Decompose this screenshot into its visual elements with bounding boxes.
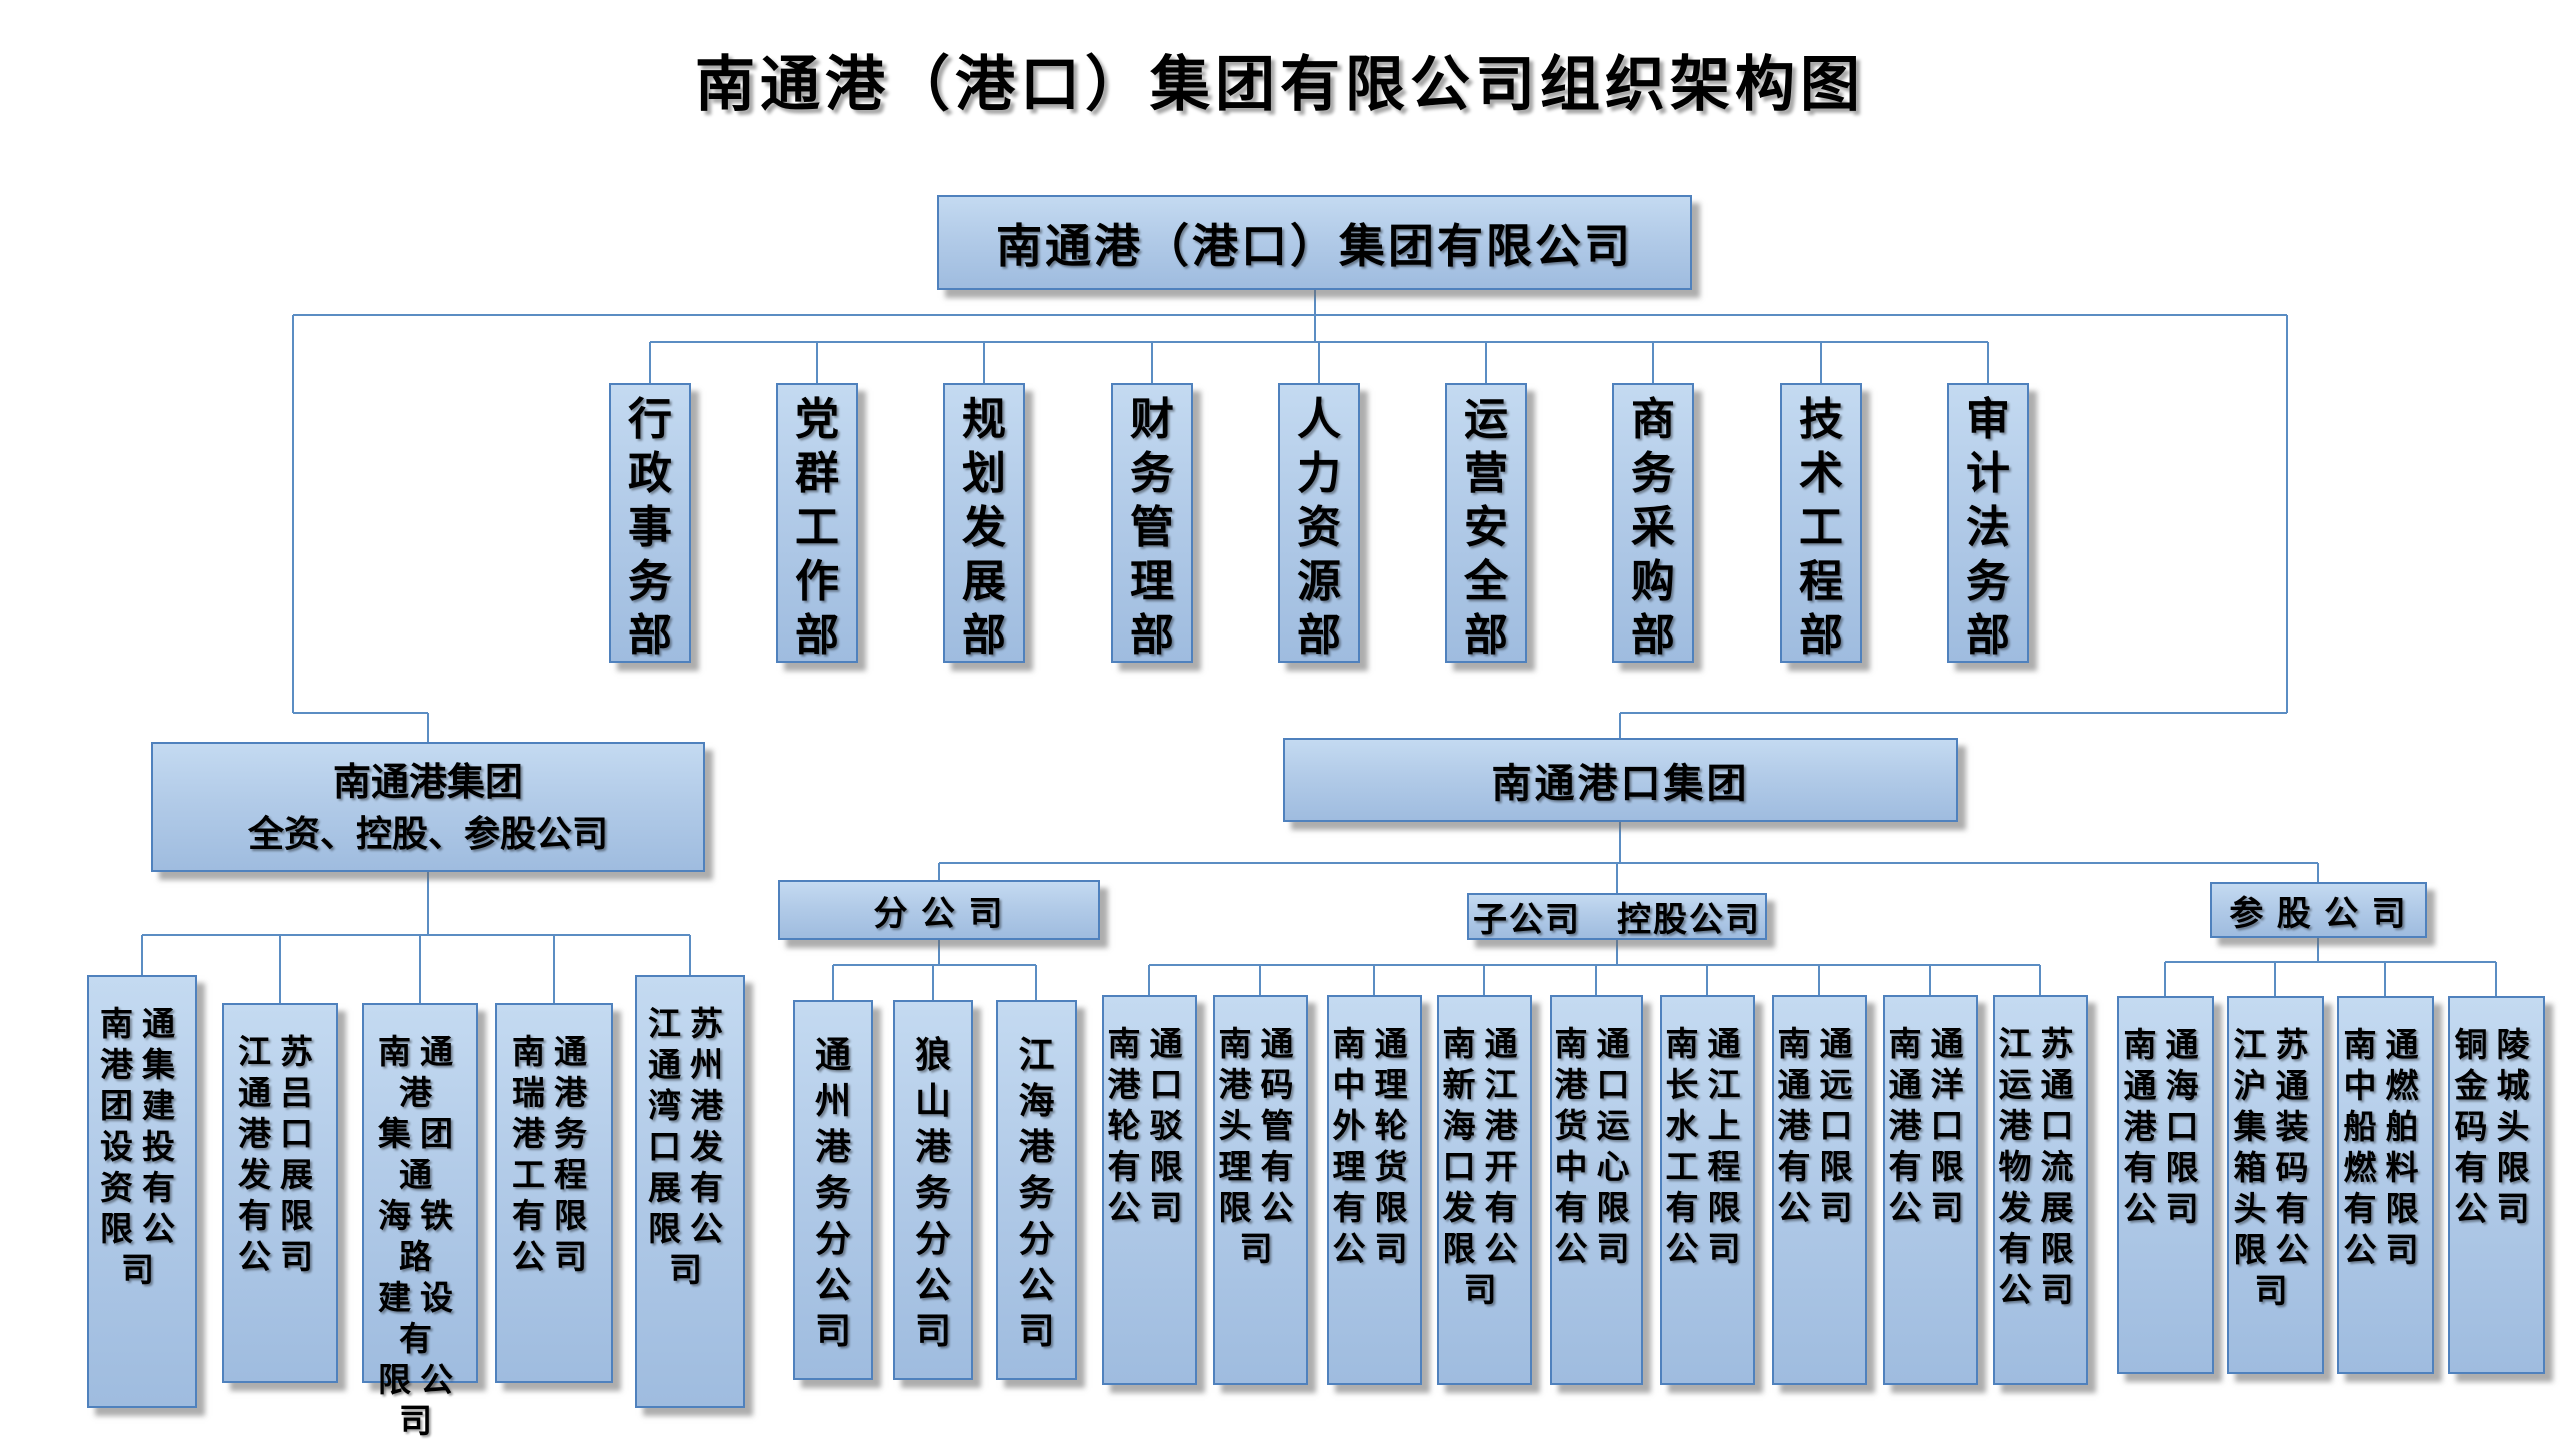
left-company-box: 江苏通州湾港口发展有限公司 [635, 975, 745, 1408]
group-company-box: 南通通洋港口有限公司 [1883, 995, 1978, 1385]
group-company-box: 江苏运通港口物流发展有限公司 [1993, 995, 2088, 1385]
left-company-box: 江苏通吕港口发展有限公司 [222, 1003, 338, 1383]
group-header-box: 分 公 司 [778, 880, 1100, 940]
group-company-box: 江苏沪通集装箱码头有限公司 [2227, 996, 2324, 1374]
group-company-box: 南通通海港口有限公司 [2117, 996, 2214, 1374]
department-box: 规划发展部 [943, 383, 1025, 663]
root-company-label: 南通港（港口）集团有限公司 [996, 219, 1633, 272]
root-company-box: 南通港（港口）集团有限公司 [937, 195, 1692, 290]
group-company-box: 南通长江水上工程有限公司 [1660, 995, 1755, 1385]
left-company-box: 南通港集团通海铁路建设有限公司 [362, 1003, 478, 1439]
right-branch-label: 南通港口集团 [1491, 762, 1750, 806]
group-company-box: 通州港务分公司 [793, 1000, 873, 1380]
group-company-box: 铜陵金城码头有限公司 [2448, 996, 2545, 1374]
department-box: 商务采购部 [1612, 383, 1694, 663]
group-company-box: 南通港码头管理有限公司 [1213, 995, 1308, 1385]
group-company-box: 南通通远港口有限公司 [1772, 995, 1867, 1385]
department-box: 行政事务部 [609, 383, 691, 663]
group-header-box: 参 股 公 司 [2210, 882, 2427, 938]
department-box: 财务管理部 [1111, 383, 1193, 663]
left-branch-subtitle: 全资、控股、参股公司 [247, 813, 608, 854]
department-box: 技术工程部 [1780, 383, 1862, 663]
department-box: 党群工作部 [776, 383, 858, 663]
group-company-box: 南通港口轮驳有限公司 [1102, 995, 1197, 1385]
group-header-box: 子公司 控股公司 [1467, 893, 1767, 940]
left-company-box: 南通瑞港港务工程有限公司 [495, 1003, 613, 1383]
group-company-box: 南通中燃船舶燃料有限公司 [2337, 996, 2434, 1374]
left-branch-title: 南通港集团 [332, 762, 523, 804]
department-box: 审计法务部 [1947, 383, 2029, 663]
group-company-box: 南通港口货运中心有限公司 [1550, 995, 1643, 1385]
department-box: 运营安全部 [1445, 383, 1527, 663]
department-box: 人力资源部 [1278, 383, 1360, 663]
right-branch-box: 南通港口集团 [1283, 738, 1958, 822]
group-company-box: 南通新江海港口开发有限公司 [1437, 995, 1532, 1385]
group-company-box: 狼山港务分公司 [893, 1000, 973, 1380]
group-company-box: 江海港务分公司 [996, 1000, 1077, 1380]
group-company-box: 南通中理外轮理货有限公司 [1327, 995, 1422, 1385]
page-title: 南通港（港口）集团有限公司组织架构图 [695, 51, 1865, 118]
left-branch-box: 南通港集团 全资、控股、参股公司 [151, 742, 705, 872]
left-company-box: 南通港集团建设投资有限公司 [87, 975, 197, 1408]
